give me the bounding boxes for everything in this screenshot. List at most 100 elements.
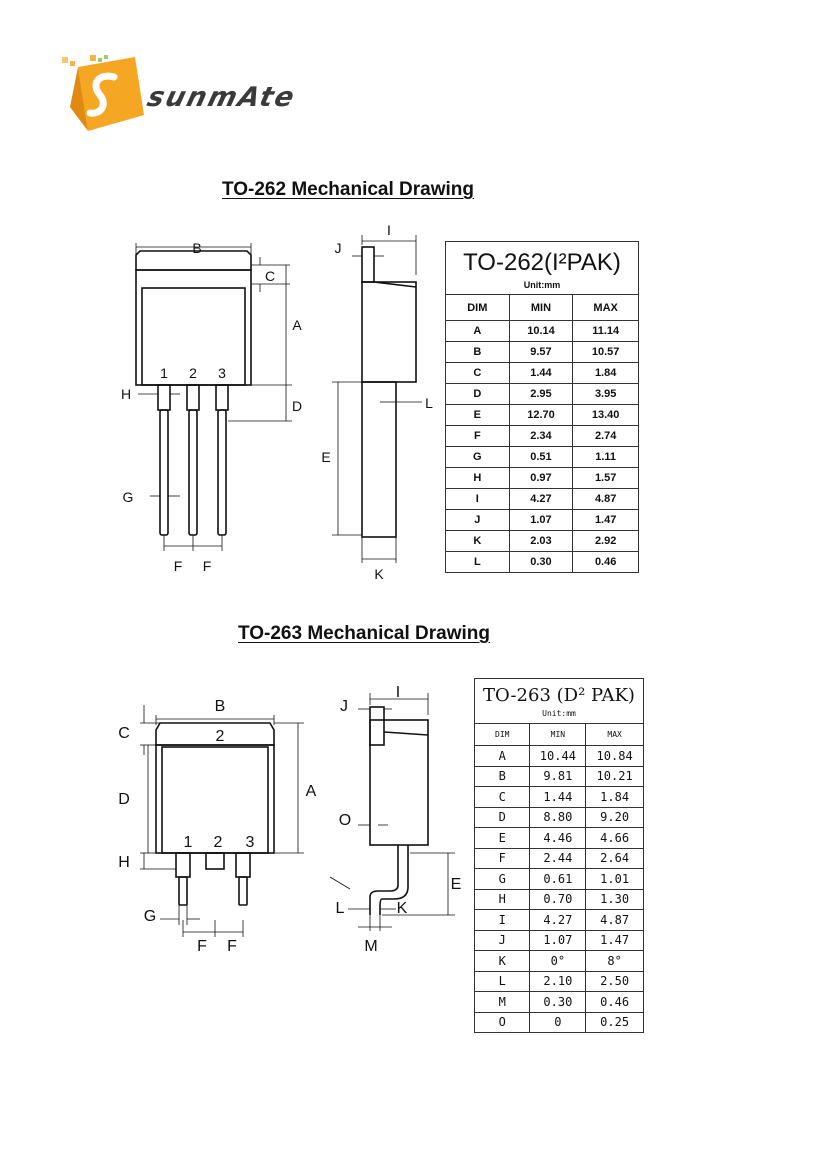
to263-table-unit: Unit:mm: [474, 709, 644, 724]
to262-label-F1: F: [174, 558, 183, 574]
to263-cell-max: 1.84: [585, 786, 644, 808]
to262-cell-max: 1.47: [572, 509, 639, 531]
to263-label-M: M: [364, 938, 377, 955]
to263-cell-min: 10.44: [529, 745, 587, 767]
to263-cell-max: 10.21: [585, 765, 644, 787]
to262-cell-max: 0.46: [572, 551, 639, 573]
to262-cell-max: 2.74: [572, 425, 639, 447]
to263-pin2: 2: [214, 834, 223, 851]
to262-cell-dim: F: [445, 425, 510, 447]
to262-cell-min: 0.30: [508, 551, 574, 573]
to263-cell-dim: B: [473, 765, 531, 787]
to263-label-B: B: [215, 698, 226, 715]
to262-header-min: MIN: [508, 294, 574, 321]
to262-cell-min: 2.34: [508, 425, 574, 447]
to263-cell-max: 10.84: [585, 745, 644, 767]
to262-cell-max: 1.57: [572, 467, 639, 489]
to263-label-F2: F: [227, 938, 237, 955]
to263-cell-max: 1.30: [585, 888, 644, 910]
to262-cell-dim: H: [445, 467, 510, 489]
to263-cell-dim: A: [473, 745, 531, 767]
to263-cell-max: 2.64: [585, 847, 644, 869]
to263-cell-dim: D: [473, 806, 531, 828]
to263-pin3: 3: [246, 834, 255, 851]
to262-cell-min: 4.27: [508, 488, 574, 510]
to263-label-L: L: [336, 900, 345, 917]
to263-cell-dim: M: [473, 991, 531, 1013]
to263-cell-min: 0.70: [529, 888, 587, 910]
to262-label-A: A: [292, 317, 302, 333]
to263-cell-dim: C: [473, 786, 531, 808]
to262-cell-dim: C: [445, 362, 510, 384]
to262-label-B: B: [192, 240, 201, 256]
to263-cell-min: 0°: [529, 950, 587, 972]
to262-cell-max: 4.87: [572, 488, 639, 510]
to263-cell-dim: L: [473, 970, 531, 992]
to262-cell-max: 13.40: [572, 404, 639, 426]
to263-cell-max: 1.01: [585, 868, 644, 890]
to263-cell-min: 0: [529, 1011, 587, 1033]
to262-cell-min: 2.03: [508, 530, 574, 552]
to263-cell-min: 1.07: [529, 929, 587, 951]
to262-table-unit: Unit:mm: [445, 280, 639, 295]
to262-pin1: 1: [160, 365, 168, 381]
to262-label-I: I: [387, 222, 391, 238]
to262-cell-min: 9.57: [508, 341, 574, 363]
to263-cell-min: 4.46: [529, 827, 587, 849]
to263-cell-dim: F: [473, 847, 531, 869]
to263-cell-max: 0.25: [585, 1011, 644, 1033]
to263-cell-dim: H: [473, 888, 531, 910]
to262-drawing: B C A D H G F F 1 2 3 E I J L K: [121, 222, 433, 582]
to262-title: TO-262 Mechanical Drawing: [222, 179, 475, 200]
to263-cell-dim: O: [473, 1011, 531, 1033]
to263-header-dim: DIM: [473, 723, 531, 746]
to263-pin1: 1: [184, 834, 193, 851]
to263-label-F1: F: [197, 938, 207, 955]
to262-cell-max: 11.14: [572, 320, 639, 342]
to263-cell-min: 0.30: [529, 991, 587, 1013]
to262-header-max: MAX: [572, 294, 639, 321]
to263-cell-max: 9.20: [585, 806, 644, 828]
to262-label-C: C: [265, 268, 275, 284]
to263-cell-dim: J: [473, 929, 531, 951]
brand-name: sunmAte: [144, 82, 300, 113]
to262-header-dim: DIM: [445, 294, 510, 321]
to263-label-O: O: [339, 812, 351, 829]
to262-cell-dim: B: [445, 341, 510, 363]
to262-label-F2: F: [203, 558, 212, 574]
to262-cell-dim: K: [445, 530, 510, 552]
to263-label-H: H: [118, 854, 130, 871]
to263-cell-max: 8°: [585, 950, 644, 972]
to262-label-E: E: [321, 449, 330, 465]
to262-cell-dim: J: [445, 509, 510, 531]
to262-cell-min: 10.14: [508, 320, 574, 342]
to263-title: TO-263 Mechanical Drawing: [238, 623, 491, 644]
to262-cell-dim: L: [445, 551, 510, 573]
to262-cell-max: 10.57: [572, 341, 639, 363]
to262-cell-min: 2.95: [508, 383, 574, 405]
to262-cell-min: 12.70: [508, 404, 574, 426]
to263-cell-dim: K: [473, 950, 531, 972]
to262-cell-min: 1.07: [508, 509, 574, 531]
to263-label-J: J: [340, 698, 348, 715]
to262-cell-max: 3.95: [572, 383, 639, 405]
to262-cell-max: 1.84: [572, 362, 639, 384]
to262-label-H: H: [121, 386, 131, 402]
to262-cell-min: 0.51: [508, 446, 574, 468]
